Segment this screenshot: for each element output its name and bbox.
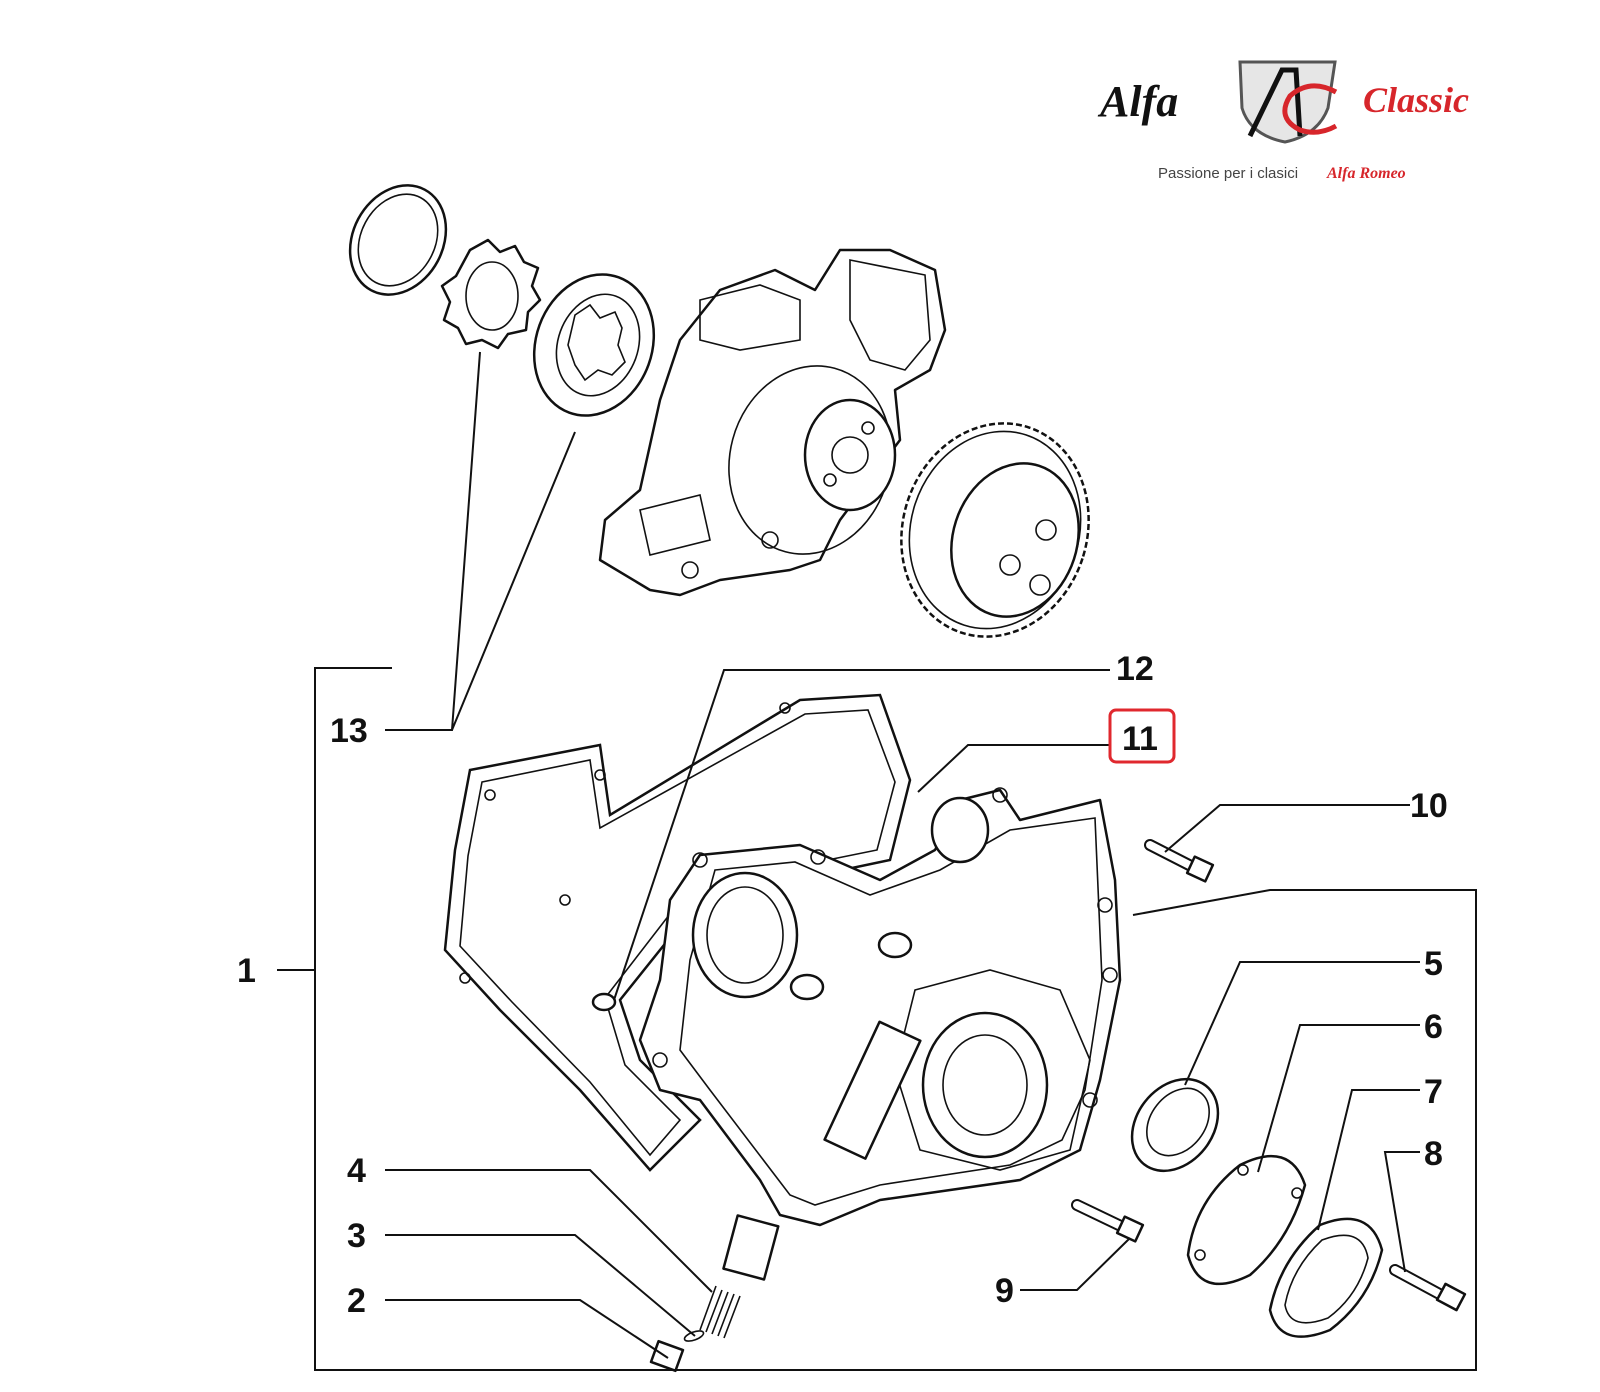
leader-4 (385, 1169, 713, 1293)
plunger-part (722, 1214, 780, 1281)
callout-8: 8 (1424, 1135, 1443, 1173)
leader-13 (385, 351, 576, 731)
drive-gear-part (900, 422, 1090, 638)
brand-tagline-brand: Alfa Romeo (1326, 165, 1406, 182)
spring-4-part (699, 1285, 741, 1339)
leader-11 (917, 744, 1110, 793)
callout-6: 6 (1424, 1008, 1443, 1046)
callout-7: 7 (1424, 1073, 1443, 1111)
timing-cover-part (591, 787, 1122, 1227)
seal-ring-part (1130, 1077, 1220, 1173)
callout-11: 11 (1122, 720, 1158, 758)
callout-13: 13 (330, 712, 368, 750)
callout-10: 10 (1410, 787, 1448, 825)
callout-4: 4 (347, 1152, 366, 1190)
leader-10 (1164, 804, 1410, 853)
brand-logo: Alfa AC Classic Passione per i clasici A… (1097, 60, 1469, 182)
plug-2-part (649, 1339, 685, 1373)
leader-12 (613, 669, 1110, 1001)
callout-5: 5 (1424, 945, 1443, 983)
callout-11-highlight (1108, 708, 1176, 764)
leader-2 (385, 1299, 669, 1359)
callout-2: 2 (347, 1282, 366, 1320)
callout-12: 12 (1116, 650, 1154, 688)
leader-7 (1317, 1089, 1420, 1231)
brand-left-word: Alfa (1097, 77, 1178, 126)
leader-9 (1020, 1237, 1131, 1291)
callout-9: 9 (995, 1272, 1014, 1310)
screw-8-part (1389, 1264, 1467, 1312)
callout-3: 3 (347, 1217, 366, 1255)
leader-3 (385, 1234, 696, 1337)
cover-plate-part (1268, 1217, 1384, 1338)
outer-rotor-part (532, 273, 656, 417)
oil-pump-housing (598, 248, 947, 597)
o-ring-part (348, 184, 448, 296)
brand-right-word: Classic (1363, 80, 1469, 120)
callout-1: 1 (237, 952, 256, 990)
washer-3-part (683, 1330, 705, 1342)
brand-tagline: Passione per i clasici (1158, 165, 1298, 182)
inner-rotor-part (440, 238, 542, 350)
leader-8 (1383, 1151, 1420, 1273)
screw-9-part (1071, 1199, 1145, 1243)
screw-10-part (1144, 839, 1215, 883)
leader-5 (1184, 961, 1420, 1086)
assembly-bracket (314, 667, 1477, 1371)
small-gasket-part (1186, 1154, 1307, 1286)
shield-monogram-icon: AC (1238, 60, 1338, 144)
leader-6 (1257, 1024, 1420, 1173)
